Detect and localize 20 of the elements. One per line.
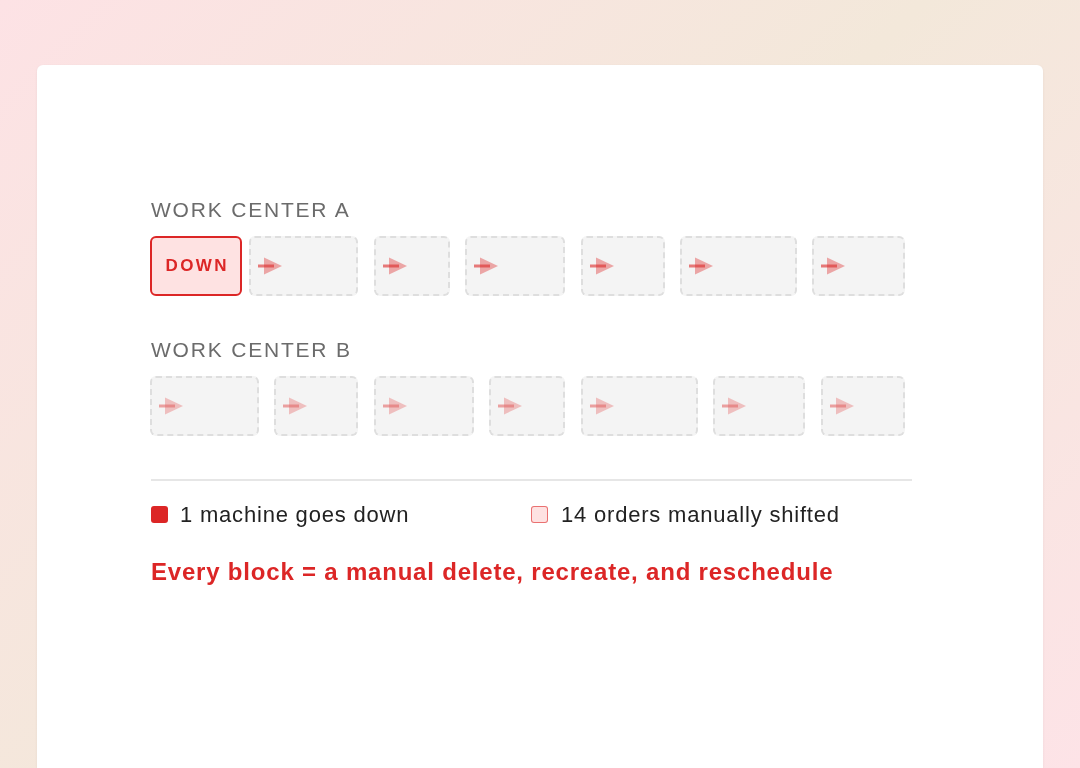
row-heading: WORK CENTER B [151, 338, 352, 362]
order-block [821, 376, 905, 436]
order-block [581, 236, 665, 296]
order-block [581, 376, 698, 436]
order-block [680, 236, 797, 296]
legend-text: 14 orders manually shifted [561, 502, 840, 528]
order-block [249, 236, 358, 296]
caption-text: Every block = a manual delete, recreate, and reschedule [151, 558, 834, 586]
status-text: DOWN [164, 256, 229, 276]
order-block [465, 236, 565, 296]
order-block [274, 376, 358, 436]
row-heading: WORK CENTER A [151, 198, 351, 222]
order-block [374, 236, 450, 296]
order-block [374, 376, 474, 436]
order-block [150, 376, 259, 436]
legend-text: 1 machine goes down [180, 502, 410, 528]
order-block [489, 376, 565, 436]
down-block [150, 236, 242, 296]
order-block [713, 376, 805, 436]
order-block [812, 236, 905, 296]
